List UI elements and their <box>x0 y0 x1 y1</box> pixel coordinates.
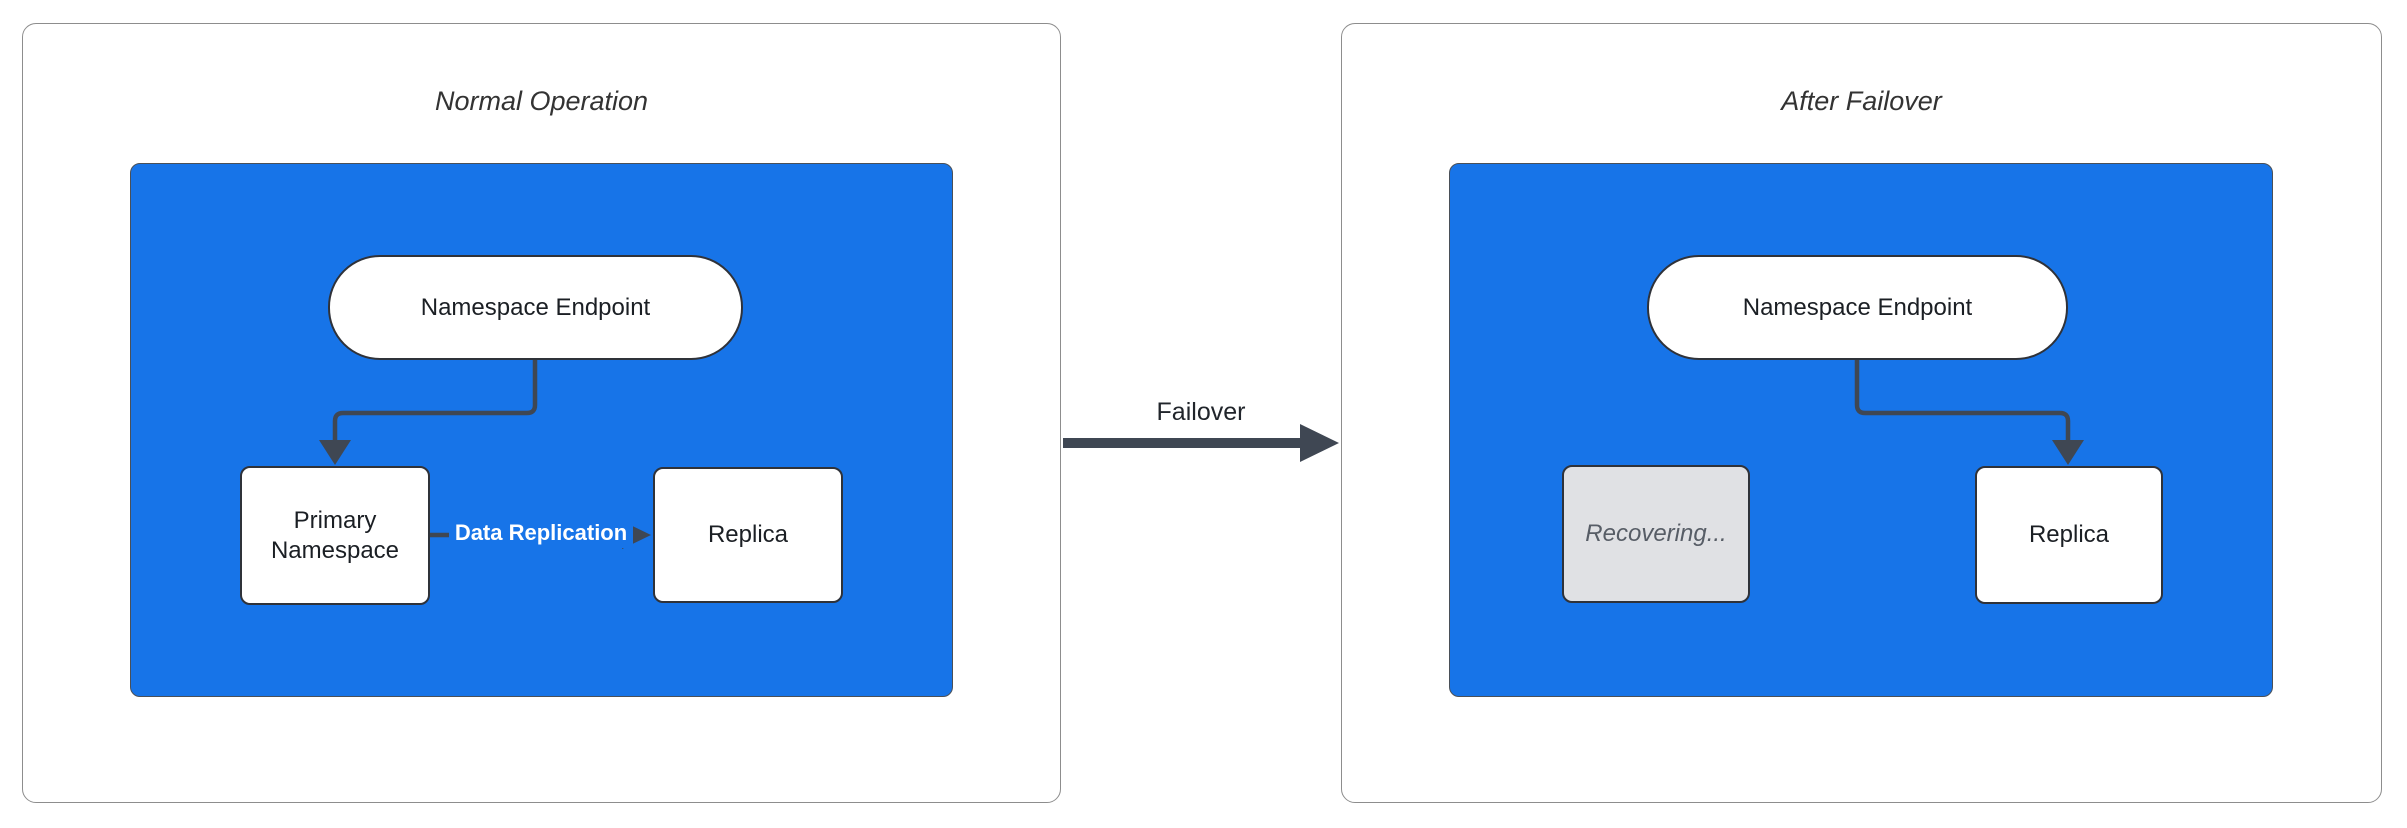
cluster-normal-operation <box>130 163 953 697</box>
replica-label: Replica <box>2028 521 2110 548</box>
node-recovering: Recovering... <box>1562 465 1750 603</box>
failover-label: Failover <box>1156 398 1246 426</box>
replica-label: Replica <box>707 521 789 548</box>
namespace-endpoint-label: Namespace Endpoint <box>420 293 651 321</box>
namespace-endpoint-label: Namespace Endpoint <box>1742 293 1973 321</box>
recovering-label: Recovering... <box>1585 520 1727 547</box>
node-namespace-endpoint-right: Namespace Endpoint <box>1647 255 2068 360</box>
node-replica-right: Replica <box>1975 466 2163 604</box>
data-replication-text: Data Replication <box>448 518 634 548</box>
data-replication-edge-label: Data Replication <box>430 518 652 548</box>
primary-namespace-label: Primary Namespace <box>270 506 400 564</box>
after-failover-title: After Failover <box>1781 86 1942 116</box>
endpoint-to-replica-connector <box>1854 355 2071 445</box>
replica-arrowhead-icon <box>2052 440 2084 465</box>
normal-operation-title: Normal Operation <box>434 86 649 116</box>
primary-arrowhead-icon <box>319 440 351 465</box>
node-replica-left: Replica <box>653 467 843 603</box>
cluster-after-failover <box>1449 163 2273 697</box>
failover-arrowhead-icon <box>1300 424 1339 462</box>
endpoint-to-primary-connector <box>332 355 538 445</box>
node-primary-namespace: Primary Namespace <box>240 466 430 605</box>
node-namespace-endpoint-left: Namespace Endpoint <box>328 255 743 360</box>
